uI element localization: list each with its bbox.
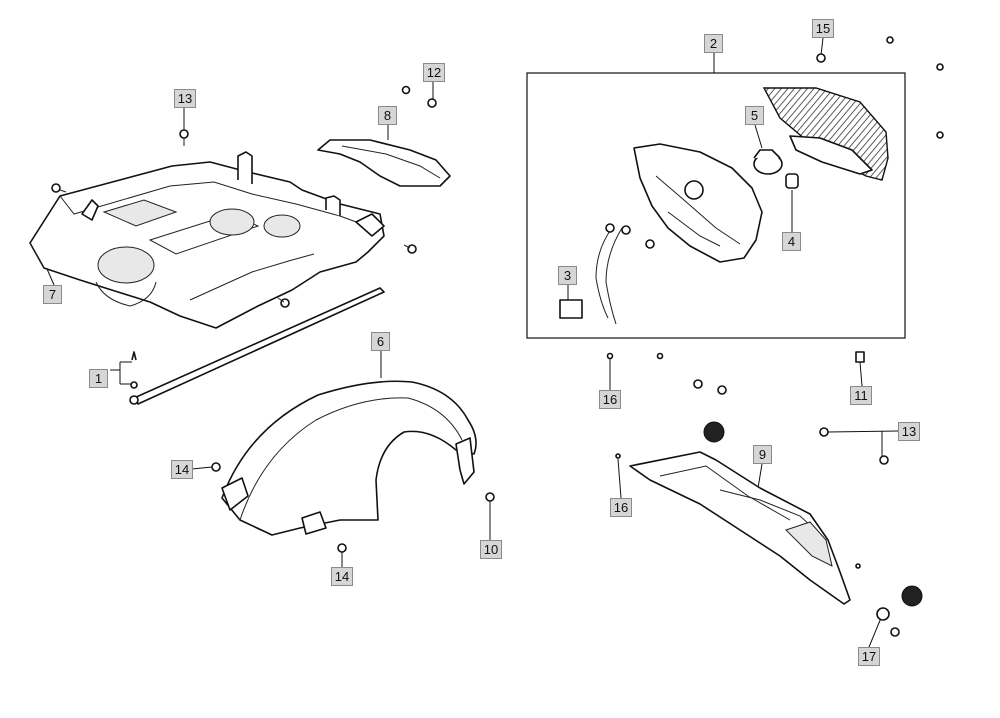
callout-part-12[interactable]: 12 xyxy=(423,63,445,82)
rear-under-cover xyxy=(29,151,385,329)
callout-part-15[interactable]: 15 xyxy=(812,19,834,38)
callout-part-2[interactable]: 2 xyxy=(704,34,723,53)
grommets-part17 xyxy=(876,585,923,637)
small-cover-part8 xyxy=(317,139,451,187)
callout-part-11[interactable]: 11 xyxy=(850,386,872,405)
callout-part-5[interactable]: 5 xyxy=(745,106,764,125)
small-hardware xyxy=(606,351,889,569)
callout-part-14-bottom[interactable]: 14 xyxy=(331,567,353,586)
rear-fender xyxy=(221,380,477,536)
callout-part-4[interactable]: 4 xyxy=(782,232,801,251)
callout-part-9[interactable]: 9 xyxy=(753,445,772,464)
callout-part-14-left[interactable]: 14 xyxy=(171,460,193,479)
callout-part-3[interactable]: 3 xyxy=(558,266,577,285)
callout-part-7[interactable]: 7 xyxy=(43,285,62,304)
screws-part15 xyxy=(816,36,944,139)
callout-part-6[interactable]: 6 xyxy=(371,332,390,351)
callout-part-10[interactable]: 10 xyxy=(480,540,502,559)
clips-part12 xyxy=(401,85,437,108)
callout-part-13-upper[interactable]: 13 xyxy=(174,89,196,108)
leader-lines xyxy=(43,37,899,648)
callout-part-16-lower[interactable]: 16 xyxy=(610,498,632,517)
callout-part-17[interactable]: 17 xyxy=(858,647,880,666)
screws-part7 xyxy=(51,129,417,308)
callout-part-1[interactable]: 1 xyxy=(89,369,108,388)
tail-light-assembly-box xyxy=(526,72,906,339)
callout-part-16-upper[interactable]: 16 xyxy=(599,390,621,409)
cable-part1 xyxy=(129,287,385,405)
callout-part-8[interactable]: 8 xyxy=(378,106,397,125)
license-plate-bracket xyxy=(629,451,851,605)
screws-part14-10 xyxy=(211,462,495,553)
callout-part-13-lower[interactable]: 13 xyxy=(898,422,920,441)
